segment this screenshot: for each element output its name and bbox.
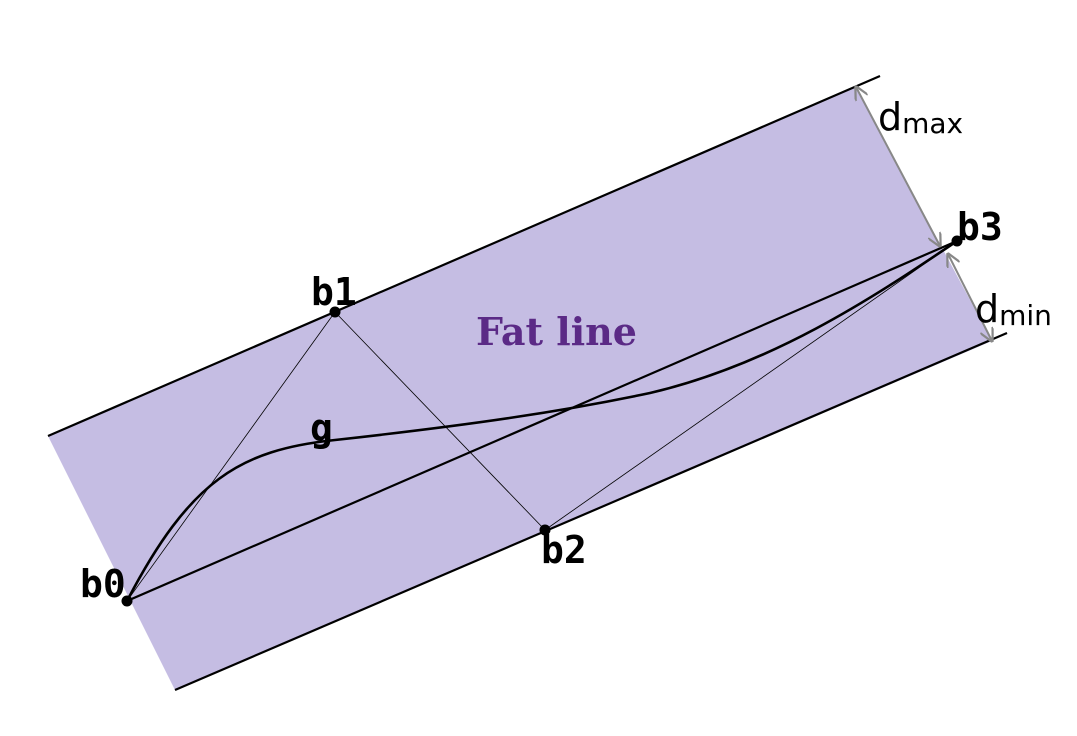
point-b0	[121, 595, 133, 607]
label-b3: b3	[957, 205, 1003, 249]
label-b1: b1	[311, 270, 357, 314]
band-top-edge	[47, 74, 881, 438]
point-b1	[329, 306, 341, 318]
curve-label-g: g	[310, 406, 333, 450]
bezier-curve-g	[125, 239, 958, 602]
d-max-arrow	[856, 87, 940, 246]
control-segment-b1-b2	[334, 311, 546, 531]
d-min-label: dmin	[975, 287, 1052, 332]
control-segment-b2-b3	[544, 240, 958, 531]
d-max-label: dmax	[878, 95, 963, 140]
point-b2	[539, 524, 551, 536]
band-bottom-edge	[174, 331, 1008, 692]
fat-line-title: Fat line	[476, 309, 637, 354]
label-b0: b0	[80, 562, 126, 606]
chord-b0-b3	[126, 239, 958, 603]
point-b3	[951, 235, 963, 247]
label-b2: b2	[541, 528, 587, 572]
control-segment-b0-b1	[126, 311, 336, 602]
fat-line-band	[48, 87, 992, 690]
d-min-arrow	[948, 254, 992, 341]
